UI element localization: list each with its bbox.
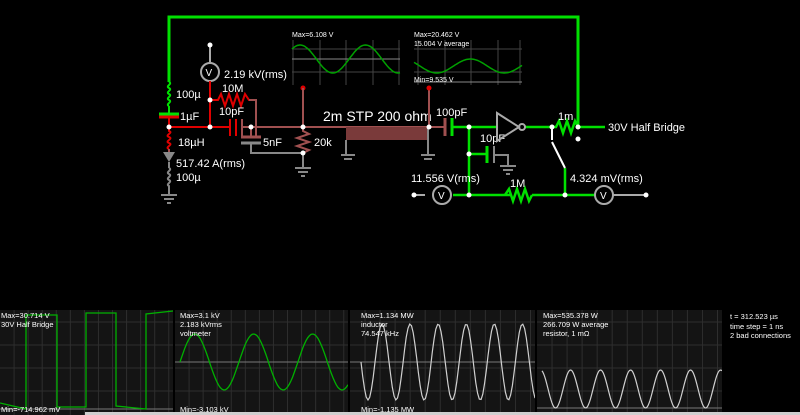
- label-res-20k: 20k: [314, 137, 332, 149]
- voltmeter-icon: V: [600, 191, 607, 202]
- scope-3[interactable]: Max=1.134 MW inductor 74.547 kHz Min=-1.…: [350, 310, 535, 415]
- scope-1-trace: [0, 310, 173, 410]
- label-res-1M: 1M: [510, 178, 525, 190]
- voltmeter-1[interactable]: V: [200, 42, 220, 101]
- scope-panel: Max=30.714 V 30V Half Bridge Min=-714.96…: [0, 310, 800, 415]
- scope-1[interactable]: Max=30.714 V 30V Half Bridge Min=-714.96…: [0, 310, 173, 415]
- capacitor-100pF[interactable]: [429, 118, 454, 136]
- scope-1-max: Max=30.714 V: [1, 311, 50, 320]
- ground-left: [161, 194, 177, 204]
- label-cap-100pF: 100pF: [436, 107, 467, 119]
- scope-2-max: Max=3.1 kV: [180, 311, 220, 320]
- capacitor-5nF[interactable]: [241, 127, 303, 154]
- voltmeter-2[interactable]: V: [411, 185, 452, 205]
- inline-scope-1[interactable]: [291, 40, 401, 85]
- status-info: t = 312.523 µs time step = 1 ns 2 bad co…: [730, 312, 791, 341]
- resistor-1M[interactable]: [503, 185, 534, 205]
- inline-scope-2[interactable]: [413, 40, 523, 85]
- voltmeter-3[interactable]: V: [594, 185, 649, 205]
- inductor-100u-top[interactable]: [159, 81, 179, 116]
- label-inductor-bottom: 100µ: [176, 172, 201, 184]
- scope-4-label: resistor, 1 mΩ: [543, 329, 590, 338]
- inline-scope-2-trace: [413, 58, 523, 74]
- voltmeter-icon: V: [438, 191, 445, 202]
- inductor-100u-bottom[interactable]: [166, 167, 172, 194]
- output-label: 30V Half Bridge: [608, 122, 685, 134]
- scope-3-freq: 74.547 kHz: [361, 329, 399, 338]
- voltmeter-icon: V: [206, 68, 213, 79]
- junction-dots: [166, 97, 581, 198]
- status-bad-connections: 2 bad connections: [730, 331, 791, 340]
- scope-3-min: Min=-1.135 MW: [361, 405, 415, 414]
- label-tline: 2m STP 200 ohm: [323, 108, 432, 124]
- label-cap-5nF: 5nF: [263, 137, 282, 149]
- scope-2-rms: 2.183 kVrms: [180, 320, 222, 329]
- ammeter[interactable]: [163, 152, 175, 168]
- scope-1-label: 30V Half Bridge: [1, 320, 54, 329]
- scope-2-min: Min=-3.103 kV: [180, 405, 229, 414]
- capacitor-10pF-right[interactable]: [485, 146, 516, 175]
- label-inductor-top: 100µ: [176, 89, 201, 101]
- inductor-18uH[interactable]: [166, 127, 172, 153]
- inverter[interactable]: [496, 111, 526, 143]
- inline-scope-2-avg: 15.004 V average: [414, 41, 469, 48]
- label-inductor-18uH: 18µH: [178, 137, 205, 149]
- scope-3-trace: [360, 322, 535, 402]
- voltmeter1-reading: 2.19 kV(rms): [224, 69, 287, 81]
- label-res-10M: 10M: [222, 83, 243, 95]
- wire-red-node[interactable]: [169, 100, 231, 136]
- scope-3-label: inductor: [361, 320, 388, 329]
- scope-2-trace: [179, 333, 348, 391]
- circuit-canvas[interactable]: 100µ 1µF V 2.19 kV(rms) 10M 10pF 18µH: [0, 0, 800, 300]
- scope-2[interactable]: Max=3.1 kV 2.183 kVrms voltmeter Min=-3.…: [175, 310, 348, 415]
- label-cap-10pF-left: 10pF: [219, 106, 244, 118]
- label-cap-1uF: 1µF: [180, 111, 199, 123]
- voltmeter2-reading: 11.556 V(rms): [411, 173, 480, 185]
- scope-4-avg: 266.709 W average: [543, 320, 609, 329]
- resistor-1m[interactable]: [552, 117, 580, 137]
- ammeter-reading: 517.42 A(rms): [176, 158, 245, 170]
- inline-scope-1-trace: [291, 44, 401, 74]
- transmission-line[interactable]: [341, 127, 435, 160]
- scope-4[interactable]: Max=535.378 W 266.709 W average resistor…: [537, 310, 722, 415]
- voltmeter3-reading: 4.324 mV(rms): [570, 173, 643, 185]
- bottom-bar: [85, 412, 800, 415]
- scope-4-trace: [541, 369, 722, 409]
- wire-feedback[interactable]: [167, 15, 580, 127]
- scope-2-label: voltmeter: [180, 329, 211, 338]
- status-timestep: time step = 1 ns: [730, 321, 784, 331]
- scope-4-max: Max=535.378 W: [543, 311, 598, 320]
- status-time: t = 312.523 µs: [730, 312, 778, 321]
- scope-3-max: Max=1.134 MW: [361, 311, 414, 320]
- resistor-10M[interactable]: [210, 90, 257, 136]
- probe-wire[interactable]: [302, 85, 432, 128]
- ground-20k: [295, 167, 311, 177]
- scope-1-min: Min=-714.962 mV: [1, 405, 61, 414]
- switch[interactable]: [551, 127, 581, 169]
- inline-scope-2-max: Max=20.462 V: [414, 32, 460, 39]
- label-res-1m: 1m: [558, 111, 573, 123]
- label-cap-10pF-right: 10pF: [480, 133, 505, 145]
- inline-scope-1-max: Max=6.108 V: [292, 32, 334, 39]
- inline-scope-2-min: Min=9.535 V: [414, 77, 454, 84]
